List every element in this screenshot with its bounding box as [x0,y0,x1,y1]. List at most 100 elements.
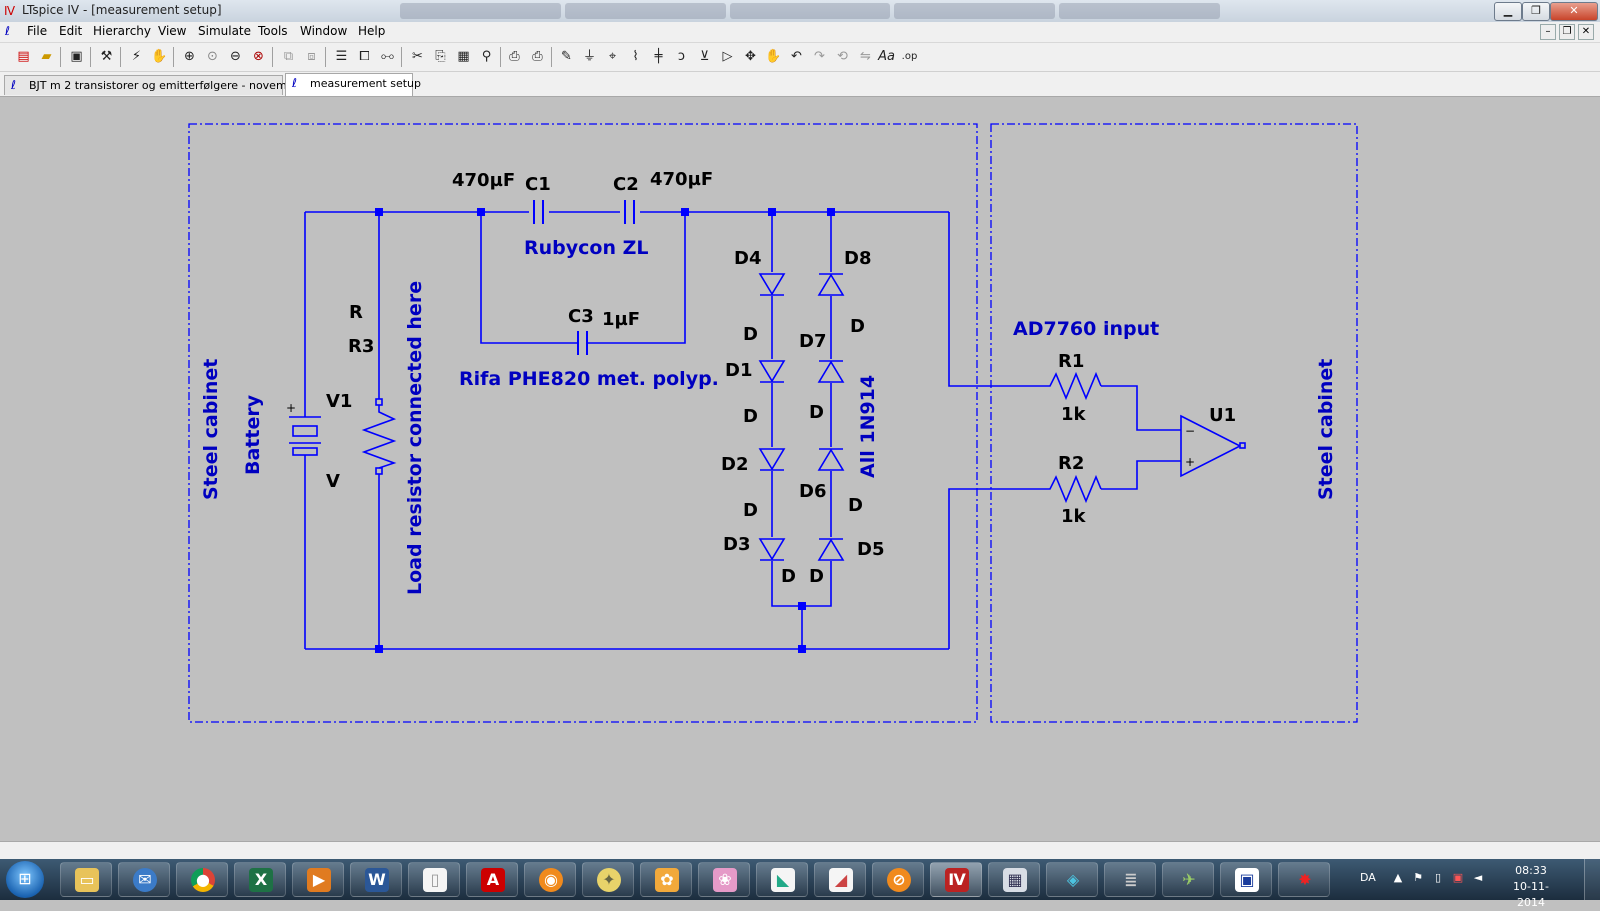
cascade-icon[interactable]: ⧟ [380,49,394,64]
tab-measurement-setup[interactable]: ℓ measurement setup [285,73,421,96]
copy-icon[interactable]: ⎘ [435,49,446,64]
text-icon[interactable]: Aa [878,49,895,64]
redo-icon[interactable]: ↷ [814,49,825,64]
toolbar-separator [173,47,174,67]
show-hidden-icons-icon[interactable]: ▲ [1393,871,1403,884]
spice-directive-icon[interactable]: .op [901,51,918,62]
taskbar-video-app[interactable]: ▣ [1220,862,1272,897]
print-setup-icon[interactable]: ⎙ [509,49,520,64]
menu-help[interactable]: Help [358,24,386,38]
tile-horizontal-icon[interactable]: ☰ [335,49,348,64]
ground-icon[interactable]: ⏚ [582,49,596,64]
taskbar-flower-app[interactable]: ✿ [640,862,692,897]
print-icon[interactable]: ⎙ [532,49,543,64]
pan-icon[interactable]: ⊙ [207,49,218,64]
paste-icon[interactable]: ▦ [457,49,470,64]
menu-simulate[interactable]: Simulate [198,24,252,38]
zoom-in-icon[interactable]: ⊕ [184,49,195,64]
run-icon[interactable]: ⚡ [131,49,142,64]
taskbar-coil-app[interactable]: ≣ [1104,862,1156,897]
menu-tools[interactable]: Tools [258,24,288,38]
wire [948,212,1043,387]
inductor-icon[interactable]: ↄ [677,49,686,64]
taskbar-drawing-app[interactable]: ◢ [814,862,866,897]
taskbar-ltspice[interactable]: Ⅳ [930,862,982,897]
volume-icon[interactable]: ◄ [1473,871,1483,884]
taskbar-sync-app[interactable]: ⊘ [872,862,924,897]
taskbar-diamond-app[interactable]: ◈ [1046,862,1098,897]
battery-icon[interactable]: ▯ [1434,871,1442,884]
move-icon[interactable]: ✥ [745,49,756,64]
show-desktop-button[interactable] [1584,859,1600,900]
taskbar-calculator[interactable]: ▦ [988,862,1040,897]
taskbar-document-app[interactable]: ◣ [756,862,808,897]
diode-icon[interactable]: ⊻ [699,49,710,64]
cut-icon[interactable]: ✂ [412,49,423,64]
network-icon[interactable]: ▣ [1452,871,1464,884]
maximize-button[interactable]: ❐ [1522,2,1550,21]
language-indicator[interactable]: DA [1360,871,1376,884]
menu-hierarchy[interactable]: Hierarchy [93,24,152,38]
menu-view[interactable]: View [158,24,187,38]
clock[interactable]: 08:33 10-11-2014 [1500,863,1562,911]
control-panel-icon[interactable]: ⚒ [100,49,113,64]
taskbar-media-player[interactable]: ▶ [292,862,344,897]
action-center-flag-icon[interactable]: ⚑ [1413,871,1423,884]
minimize-button[interactable]: ▁ [1494,2,1522,21]
resistor-icon[interactable]: ⌇ [632,49,639,64]
taskbar-satellite-app[interactable]: ✈ [1162,862,1214,897]
taskbar-lamp-app[interactable]: ✦ [582,862,634,897]
child-restore-button[interactable]: ❐ [1559,24,1575,40]
zoom-fit-icon[interactable]: ⊗ [253,49,264,64]
menu-edit[interactable]: Edit [59,24,83,38]
child-close-button[interactable]: ✕ [1578,24,1594,40]
taskbar-splash-app[interactable]: ✸ [1278,862,1330,897]
taskbar-document[interactable]: ▯ [408,862,460,897]
component-labels: 470µF C1 C2 470µF C3 1µF R R3 V1 V R1 1k… [326,169,1236,587]
taskbar-blender[interactable]: ◉ [524,862,576,897]
d6-value-label: D [848,495,863,516]
tab-bjt-schematic[interactable]: ℓ BJT m 2 transistorer og emitterfølgere… [4,75,325,95]
drag-icon[interactable]: ✋ [765,49,782,64]
open-icon[interactable]: ▰ [41,49,52,64]
schematic-drawing[interactable]: + − + 470µ [0,97,1600,841]
save-icon[interactable]: ▣ [70,49,83,64]
menu-window[interactable]: Window [300,24,348,38]
autoscale-icon[interactable]: ⧈ [307,49,316,64]
taskbar-chrome[interactable]: ● [176,862,228,897]
blender-icon: ◉ [539,868,563,892]
wire-icon[interactable]: ✎ [561,49,572,64]
undo-icon[interactable]: ↶ [791,49,802,64]
halt-icon[interactable]: ✋ [151,49,168,64]
taskbar-pink-flower-app[interactable]: ❀ [698,862,750,897]
new-schematic-icon[interactable]: ▤ [17,49,30,64]
mail-icon: ✉ [133,868,157,892]
taskbar-acrobat[interactable]: A [466,862,518,897]
start-button[interactable]: ⊞ [6,861,44,898]
find-icon[interactable]: ⚲ [481,49,492,64]
windows-logo-icon: ⊞ [18,869,32,888]
tab-label: measurement setup [310,77,422,90]
taskbar-excel[interactable]: X [234,862,286,897]
child-minimize-button[interactable]: – [1540,24,1556,40]
junction-dot [798,602,806,610]
taskbar-word[interactable]: W [350,862,402,897]
junction-dot [681,208,689,216]
d7-name-label: D7 [799,331,826,352]
zoom-out-icon[interactable]: ⊖ [230,49,241,64]
mirror-icon[interactable]: ⇋ [860,49,871,64]
schematic-canvas[interactable]: + − + 470µ [0,97,1600,841]
label-net-icon[interactable]: ⌖ [608,49,617,64]
capacitor-icon[interactable]: ╪ [654,49,663,64]
document-icon[interactable]: ℓ [5,24,10,38]
taskbar-thunderbird[interactable]: ✉ [118,862,170,897]
taskbar-explorer[interactable]: ▭ [60,862,112,897]
component-icon[interactable]: ▷ [722,49,733,64]
autorange-icon[interactable]: ⧉ [283,49,294,64]
rotate-icon[interactable]: ⟲ [837,49,848,64]
tile-vertical-icon[interactable]: ⧠ [359,49,370,64]
close-button[interactable]: ✕ [1550,2,1598,21]
menu-file[interactable]: File [27,24,48,38]
background-tab [564,3,726,19]
battery-cell [292,447,318,456]
